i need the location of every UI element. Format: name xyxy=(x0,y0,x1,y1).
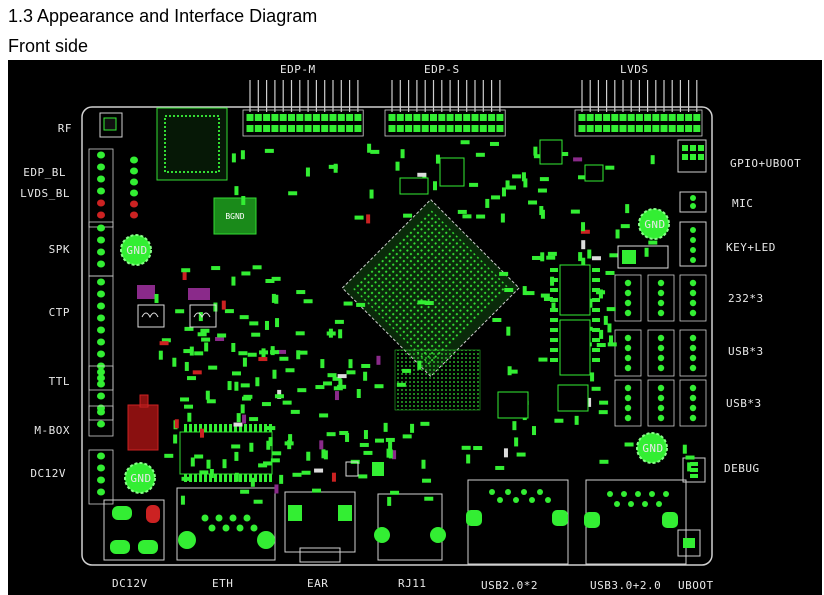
label-usb3: USB3.0+2.0 xyxy=(590,579,661,592)
usb2-port xyxy=(466,479,569,565)
right-connectors xyxy=(614,191,707,483)
board-outline xyxy=(81,106,713,566)
label-edp-s: EDP-S xyxy=(424,63,460,76)
label-ear: EAR xyxy=(307,577,328,590)
svg-text:GND: GND xyxy=(644,218,665,231)
edp-s-connector xyxy=(384,80,506,137)
usb3-port xyxy=(584,479,687,565)
gnd-mount-hole: GND xyxy=(124,462,156,494)
gpio-header-pins xyxy=(677,139,707,173)
ear-jack xyxy=(284,491,356,563)
purple-pad xyxy=(188,288,210,300)
flash-chip xyxy=(179,424,273,482)
label-usb2: USB2.0*2 xyxy=(481,579,538,592)
label-key-led: KEY+LED xyxy=(726,241,776,254)
wifi-module-chip xyxy=(156,107,228,181)
label-gpio-uboot: GPIO+UBOOT xyxy=(730,157,801,170)
label-debug: DEBUG xyxy=(724,462,760,475)
label-rj11: RJ11 xyxy=(398,577,427,590)
label-dc12v-left: DC12V xyxy=(30,467,66,480)
label-edp-m: EDP-M xyxy=(280,63,316,76)
gnd-mount-hole: GND xyxy=(636,432,668,464)
label-usb-a: USB*3 xyxy=(728,345,764,358)
label-edp-bl: EDP_BL xyxy=(23,166,66,179)
label-lvds: LVDS xyxy=(620,63,649,76)
dc12v-jack xyxy=(103,499,165,561)
label-eth: ETH xyxy=(212,577,233,590)
label-ttl: TTL xyxy=(49,375,70,388)
uboot-button xyxy=(677,529,701,557)
label-lvds-bl: LVDS_BL xyxy=(20,187,70,200)
page-subtitle: Front side xyxy=(8,36,89,56)
label-232: 232*3 xyxy=(728,292,764,305)
purple-pad xyxy=(137,285,155,299)
eth-port xyxy=(176,487,669,561)
label-ctp: CTP xyxy=(49,306,70,319)
cpu-bga xyxy=(341,198,520,378)
svg-text:GND: GND xyxy=(642,442,663,455)
gnd-mount-hole: GND xyxy=(120,234,152,266)
edp-m-connector xyxy=(242,80,364,137)
label-dc12v-bottom: DC12V xyxy=(112,577,148,590)
label-uboot: UBOOT xyxy=(678,579,714,592)
svg-text:GND: GND xyxy=(130,472,151,485)
label-usb-b: USB*3 xyxy=(726,397,762,410)
label-spk: SPK xyxy=(49,243,70,256)
ic-chip-small: BGND xyxy=(213,197,257,235)
gnd-mount-hole: GND xyxy=(638,208,670,240)
memory-chip xyxy=(394,349,481,411)
page-title: 1.3 Appearance and Interface Diagram xyxy=(8,6,318,26)
label-m-box: M-BOX xyxy=(34,424,70,437)
smd-components xyxy=(137,139,695,506)
left-connectors xyxy=(88,112,138,505)
ic-marking: BGND xyxy=(225,212,244,221)
label-rf: RF xyxy=(58,122,72,135)
lvds-connector xyxy=(574,80,703,137)
power-inductor xyxy=(127,394,159,451)
rj11-port xyxy=(374,493,446,561)
svg-text:GND: GND xyxy=(126,244,147,257)
label-mic: MIC xyxy=(732,197,753,210)
